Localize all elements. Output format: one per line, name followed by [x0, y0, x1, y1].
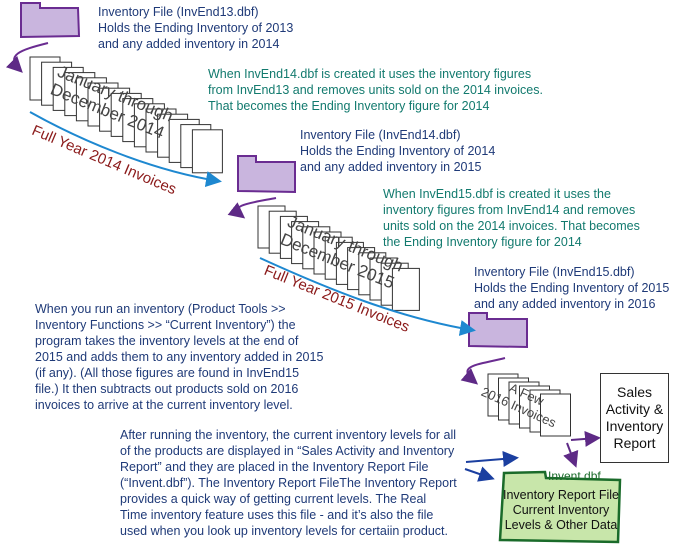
invent-filename: Invent.dbf — [548, 469, 601, 483]
folder-icon-invend15 — [468, 312, 528, 349]
inventory-run-explanation: When you run an inventory (Product Tools… — [35, 301, 323, 413]
text-line: When you run an inventory (Product Tools… — [35, 302, 286, 316]
invend13-description: Inventory File (InvEnd13.dbf) Holds the … — [98, 4, 293, 52]
text-line: of the products are displayed in “Sales … — [120, 444, 455, 458]
text-line: When InvEnd14.dbf is created it uses the… — [208, 67, 532, 81]
text-line: program takes the inventory levels at th… — [35, 334, 299, 348]
arrow-2014-to-stack — [227, 197, 277, 219]
text-line: Current Inventory — [512, 503, 610, 517]
text-line: used when you look up inventory levels f… — [120, 524, 448, 538]
invend14-description: Inventory File (InvEnd14.dbf) Holds the … — [300, 127, 495, 175]
arrow-to-invent — [563, 442, 579, 468]
text-line: That becomes the Ending Inventory figure… — [208, 99, 490, 113]
invoice-page-2014 — [191, 129, 223, 174]
arrow-2014-invoices — [29, 111, 222, 187]
text-line: the Ending Inventory figure for 2014 — [383, 235, 582, 249]
text-line: Holds the Ending Inventory of 2015 — [474, 281, 670, 295]
invoice-page-2016 — [540, 393, 571, 437]
text-line: inventory figures from InvEnd14 and remo… — [383, 203, 636, 217]
text-line: Inventory — [605, 418, 664, 434]
invent-folder-text: Inventory Report File Current Inventory … — [500, 488, 622, 533]
arrow-text-to-invent-1 — [465, 451, 519, 467]
text-line: and any added inventory in 2016 — [474, 297, 656, 311]
text-line: Holds the Ending Inventory of 2014 — [300, 144, 496, 158]
arrow-2015-to-stack — [460, 357, 506, 385]
text-line: Activity & — [605, 401, 664, 417]
folder-icon-invend13 — [20, 2, 81, 39]
arrow-text-to-invent-2 — [464, 466, 495, 482]
invoice-page-stacks — [29, 56, 571, 437]
text-line: Levels & Other Data — [504, 518, 618, 532]
text-line: Inventory File (InvEnd14.dbf) — [300, 128, 461, 142]
after-inventory-explanation: After running the inventory, the current… — [120, 427, 457, 539]
folder-icon-invend14 — [237, 155, 296, 194]
invend15-note: When InvEnd15.dbf is created it uses the… — [383, 186, 640, 250]
text-line: After running the inventory, the current… — [120, 428, 457, 442]
text-line: (if any). (All those figures are found i… — [35, 366, 300, 380]
text-line: 2015 and adds them to any inventory adde… — [35, 350, 324, 364]
text-line: When InvEnd15.dbf is created it uses the — [383, 187, 611, 201]
text-line: provides a quick way of getting current … — [120, 492, 427, 506]
sales-activity-report-box: Sales Activity & Inventory Report — [600, 373, 669, 463]
text-line: Time inventory feature uses this file - … — [120, 508, 434, 522]
text-line: Inventory Report File — [502, 488, 620, 502]
invend15-description: Inventory File (InvEnd15.dbf) Holds the … — [474, 264, 669, 312]
text-line: Report” and they are placed in the Inven… — [120, 460, 429, 474]
text-line: Inventory File (InvEnd15.dbf) — [474, 265, 635, 279]
text-line: file.) It then subtracts out products so… — [35, 382, 299, 396]
text-line: Holds the Ending Inventory of 2013 — [98, 21, 294, 35]
arrow-to-report — [570, 430, 601, 447]
text-line: Sales — [616, 384, 653, 400]
text-line: and any added inventory in 2015 — [300, 160, 482, 174]
invoice-page-2015 — [391, 267, 420, 311]
text-line: (“Invent.dbf”). The Inventory Report Fil… — [120, 476, 457, 490]
text-line: and any added inventory in 2014 — [98, 37, 280, 51]
arrow-2015-invoices — [259, 257, 476, 336]
invend14-note: When InvEnd14.dbf is created it uses the… — [208, 66, 543, 114]
text-line: invoices to arrive at the current invent… — [35, 398, 293, 412]
text-line: Inventory Functions >> “Current Inventor… — [35, 318, 296, 332]
arrow-2013-to-stack — [5, 42, 49, 73]
text-line: units sold on the 2014 invoices. That be… — [383, 219, 640, 233]
folder-icon-invent — [498, 470, 622, 544]
text-line: from InvEnd13 and removes units sold on … — [208, 83, 543, 97]
text-line: Inventory File (InvEnd13.dbf) — [98, 5, 259, 19]
text-line: Report — [613, 435, 656, 451]
